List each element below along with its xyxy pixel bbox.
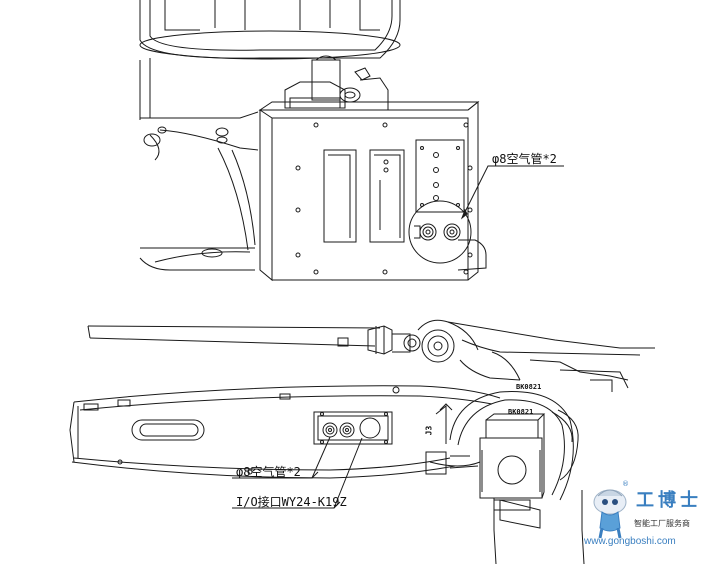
upper-wrist-box bbox=[258, 100, 480, 282]
watermark-url: www.gongboshi.com bbox=[584, 536, 676, 547]
motor-tag-b: BK0821 bbox=[508, 408, 534, 416]
upper-leader-line bbox=[461, 165, 564, 219]
registered-mark: ® bbox=[622, 480, 629, 488]
mascot-icon bbox=[593, 489, 627, 539]
upper-air-fittings-highlight bbox=[408, 200, 472, 264]
lower-air-fitting-right bbox=[339, 422, 355, 438]
lower-io-connector bbox=[359, 417, 381, 439]
lower-wrist-motor bbox=[425, 391, 585, 564]
axis-marker-j3: J3 bbox=[424, 425, 434, 436]
lower-air-fitting-left bbox=[322, 422, 338, 438]
io-connector-label: I/O接口WY24-K19Z bbox=[236, 495, 347, 509]
lower-arm-beam bbox=[69, 385, 501, 479]
lower-upper-link bbox=[87, 319, 655, 392]
upper-air-fitting-right bbox=[443, 223, 461, 241]
watermark-tagline: 智能工厂服务商 bbox=[634, 519, 690, 528]
gongboshi-watermark: ® 工博士 智能工厂服务商 www.gongboshi.com bbox=[582, 478, 716, 560]
upper-air-tube-label: φ8空气管*2 bbox=[492, 152, 557, 166]
motor-tag-a: BK0821 bbox=[516, 383, 542, 391]
upper-air-fitting-left bbox=[414, 223, 437, 241]
lower-air-tube-label: φ8空气管*2 bbox=[236, 465, 301, 479]
upper-base-assembly bbox=[139, 0, 487, 271]
watermark-brand: 工博士 bbox=[636, 490, 702, 511]
